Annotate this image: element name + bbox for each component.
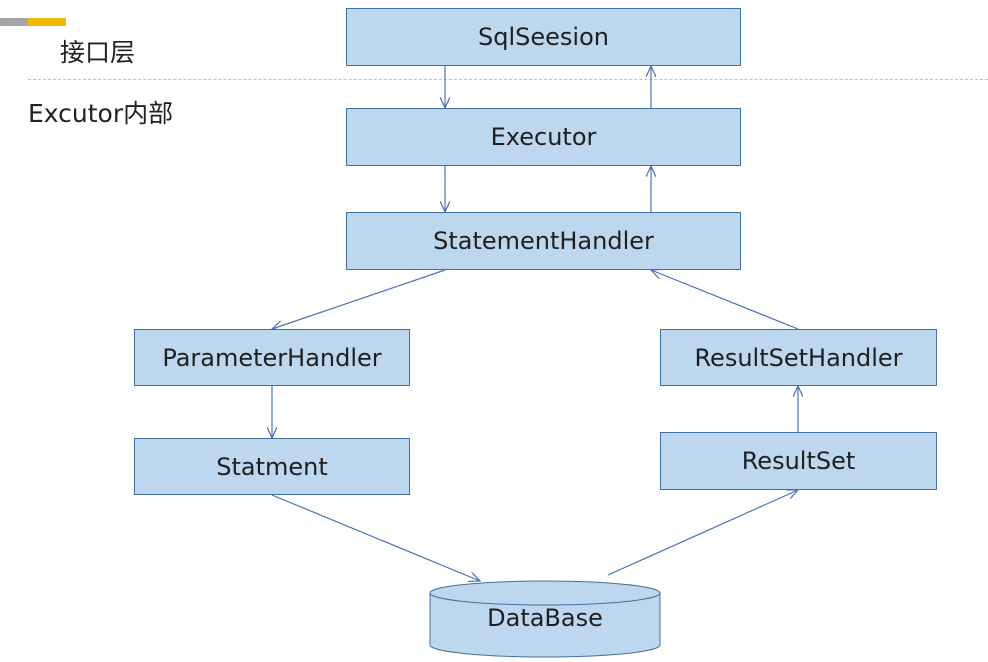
sqlsession-box: SqlSeesion <box>346 8 741 66</box>
resultset-handler-box: ResultSetHandler <box>660 329 937 386</box>
database-label: DataBase <box>487 604 603 632</box>
executor-internal-label: Excutor内部 <box>28 99 174 128</box>
title-accent-gray <box>0 18 28 26</box>
arrow-database-to-resultset <box>607 490 798 576</box>
interface-layer-label: 接口层 <box>60 38 136 67</box>
title-accent-gold <box>28 18 66 26</box>
parameter-handler-box: ParameterHandler <box>134 329 410 386</box>
arrow-statementhandler-to-parameterhandler <box>272 269 446 329</box>
resultset-box: ResultSet <box>660 432 937 490</box>
arrow-statment-to-database <box>271 494 480 581</box>
arrow-resultsethandler-to-statementhandler <box>651 270 799 330</box>
statment-box: Statment <box>134 438 410 495</box>
statement-handler-box: StatementHandler <box>346 212 741 270</box>
database-cylinder <box>429 580 661 658</box>
executor-box: Executor <box>346 108 741 166</box>
layer-divider <box>28 79 988 80</box>
